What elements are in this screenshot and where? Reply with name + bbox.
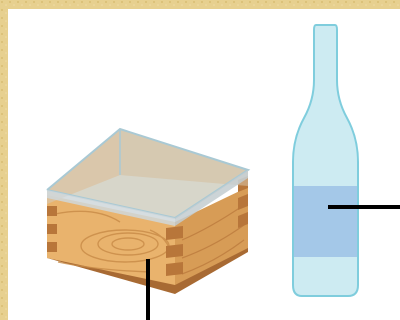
bottle-label <box>294 186 357 257</box>
